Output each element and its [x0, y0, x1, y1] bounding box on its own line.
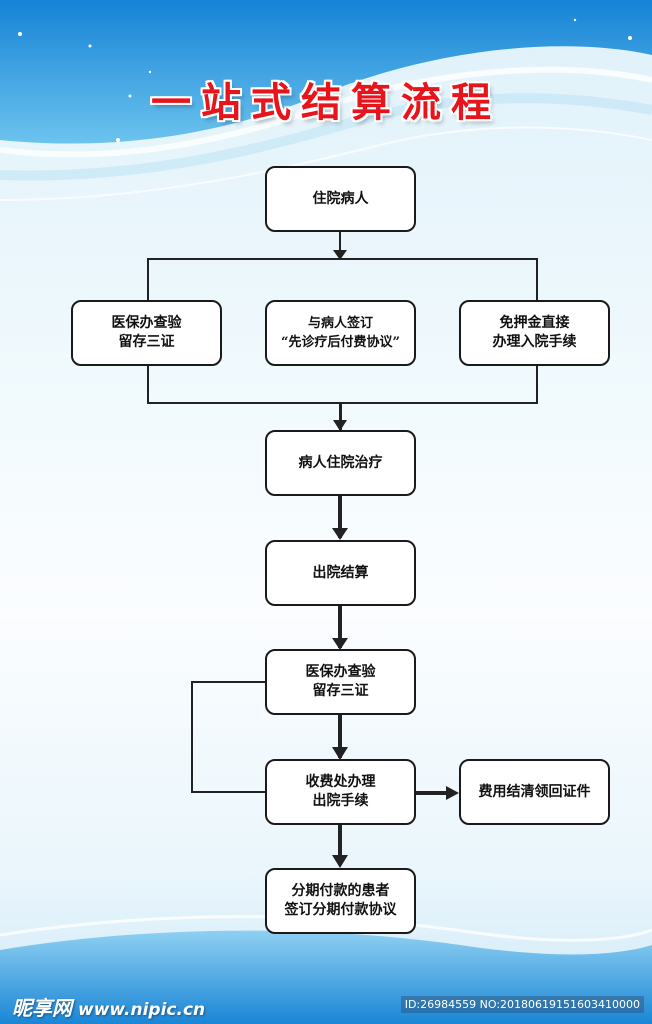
node-cashier: 收费处办理 出院手续 [265, 759, 416, 825]
node-text-line: 留存三证 [312, 683, 369, 699]
connector-line [191, 791, 267, 793]
watermark-logo-text: 昵享网 [12, 996, 72, 1020]
connector-line [191, 681, 267, 683]
node-installment: 分期付款的患者 签订分期付款协议 [265, 868, 416, 934]
node-text-line: 免押金直接 [499, 315, 570, 331]
watermark-id: ID:26984559 NO:20180619151603410000 [400, 996, 644, 1013]
node-treatment: 病人住院治疗 [265, 430, 416, 496]
connector-line [147, 258, 149, 302]
node-no-deposit: 免押金直接 办理入院手续 [459, 300, 610, 366]
connector-line [536, 366, 538, 404]
connector-line [338, 496, 342, 538]
node-text-line: 出院手续 [312, 793, 369, 809]
node-text-line: 与病人签订 [307, 316, 373, 331]
connector-line [191, 681, 193, 793]
connector-line [339, 402, 342, 430]
node-text-line: 医保办查验 [111, 315, 182, 331]
connector-line [338, 606, 342, 648]
node-treatment-text: 病人住院治疗 [298, 454, 383, 471]
connector-line [536, 258, 538, 302]
node-discharge-settlement: 出院结算 [265, 540, 416, 606]
watermark-logo: 昵享网 www.nipic.cn [12, 992, 205, 1021]
node-text-line: 签订分期付款协议 [284, 902, 397, 918]
node-text-line: 收费处办理 [305, 774, 376, 790]
connector-line [147, 366, 149, 404]
node-admission: 住院病人 [265, 166, 416, 232]
connector-line [147, 402, 538, 404]
node-text-line: 医保办查验 [305, 664, 376, 680]
node-admission-text: 住院病人 [312, 190, 369, 207]
page-title: 一站式结算流程 [151, 80, 501, 126]
watermark-url: www.nipic.cn [78, 1000, 206, 1020]
node-sign-agreement: 与病人签订 “先诊疗后付费协议” [265, 300, 416, 366]
node-text-line: 分期付款的患者 [291, 883, 390, 899]
connector-line [339, 232, 341, 260]
node-text-line: “先诊疗后付费协议” [281, 335, 400, 350]
node-receipt: 费用结清领回证件 [459, 759, 610, 825]
node-discharge-text: 出院结算 [312, 564, 369, 581]
connector-line [338, 825, 342, 865]
connector-line [338, 714, 342, 758]
node-insurance-verify-b: 医保办查验 留存三证 [265, 649, 416, 715]
node-insurance-verify-a: 医保办查验 留存三证 [71, 300, 222, 366]
connector-line [416, 791, 450, 795]
node-receipt-text: 费用结清领回证件 [478, 783, 591, 800]
node-text-line: 留存三证 [118, 334, 175, 350]
connector-line [147, 258, 538, 260]
node-text-line: 办理入院手续 [492, 334, 577, 350]
